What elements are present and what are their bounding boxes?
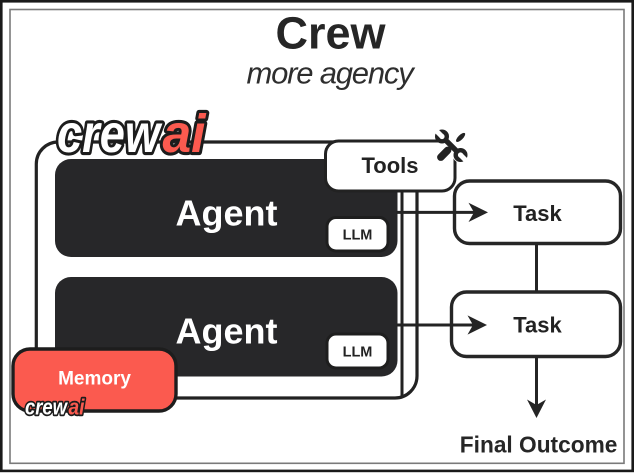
svg-text:Task: Task [513,201,562,226]
svg-text:ai: ai [69,395,86,420]
svg-text:ai: ai [163,104,207,164]
svg-text:Final Outcome: Final Outcome [460,432,618,458]
svg-text:Agent: Agent [176,192,278,233]
svg-text:LLM: LLM [343,228,373,244]
svg-text:Crew: Crew [275,7,386,58]
svg-text:Tools: Tools [361,153,418,178]
svg-text:Task: Task [513,313,562,338]
svg-text:crew: crew [57,104,162,164]
svg-text:LLM: LLM [343,345,373,361]
svg-text:Memory: Memory [58,369,131,390]
svg-text:crew: crew [25,395,69,420]
svg-text:more agency: more agency [246,56,416,91]
svg-text:Agent: Agent [176,311,278,352]
